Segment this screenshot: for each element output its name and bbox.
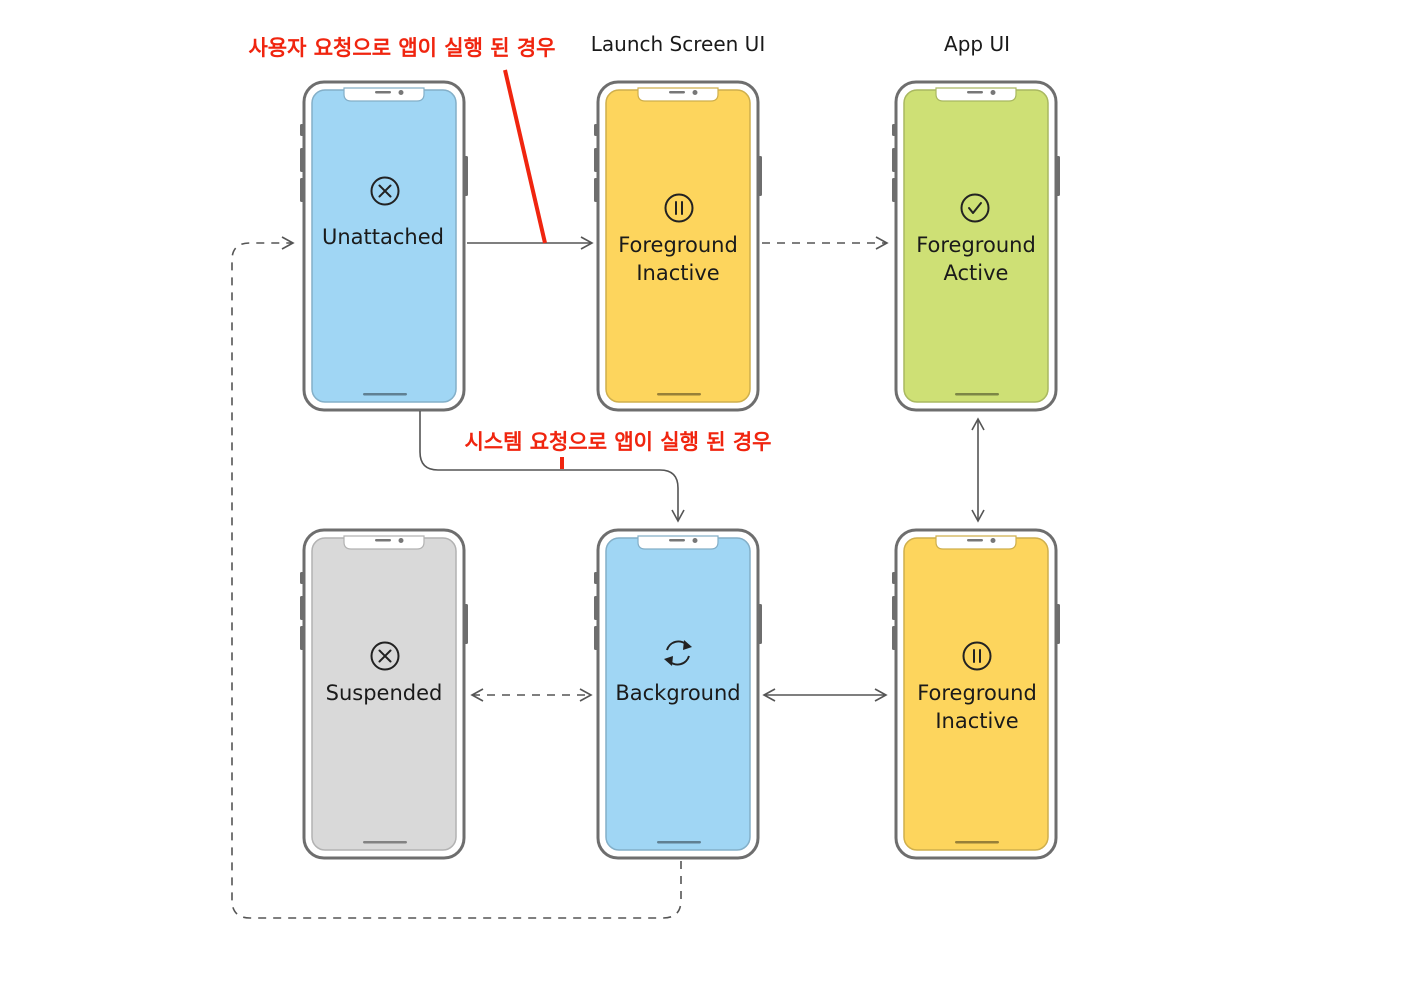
arrow-unattached-to-background: [419, 411, 685, 523]
state-label-launch-inactive-line1: Foreground: [618, 233, 738, 257]
check-circle-icon: [960, 193, 990, 223]
home-indicator: [657, 393, 701, 396]
user-launch-note: 사용자 요청으로 앱이 실행 된 경우: [248, 36, 555, 60]
home-indicator: [657, 841, 701, 844]
phone-active: [892, 80, 1060, 412]
state-label-active-line1: Foreground: [916, 233, 1036, 257]
home-indicator: [363, 393, 407, 396]
phone-speaker: [967, 539, 983, 542]
phone-notch: [343, 87, 425, 102]
home-indicator: [363, 841, 407, 844]
phone-camera: [692, 90, 698, 95]
x-circle-icon: [370, 176, 400, 206]
home-indicator: [955, 393, 999, 396]
home-indicator: [955, 841, 999, 844]
phone-suspended: [300, 528, 468, 860]
phone-speaker: [669, 539, 685, 542]
phone-speaker: [375, 539, 391, 542]
phone-launch-inactive: [594, 80, 762, 412]
refresh-icon: [664, 640, 692, 666]
state-label-active-line2: Active: [944, 261, 1009, 285]
launch-screen-header: Launch Screen UI: [591, 32, 765, 56]
x-circle-icon: [370, 641, 400, 671]
app-ui-header: App UI: [944, 32, 1010, 56]
pause-circle-icon: [962, 641, 992, 671]
state-label-app-inactive-line1: Foreground: [917, 681, 1037, 705]
phone-notch: [637, 87, 719, 102]
user-launch-pointer: [503, 69, 547, 244]
system-launch-note: 시스템 요청으로 앱이 실행 된 경우: [464, 430, 771, 454]
phone-speaker: [967, 91, 983, 94]
phone-camera: [398, 538, 404, 543]
arrow-background-to-unattached: [231, 236, 682, 919]
phone-notch: [343, 535, 425, 550]
phone-camera: [692, 538, 698, 543]
phone-app-inactive: [892, 528, 1060, 860]
phone-unattached: [300, 80, 468, 412]
phone-notch: [935, 87, 1017, 102]
phone-speaker: [669, 91, 685, 94]
phone-camera: [990, 90, 996, 95]
state-label-app-inactive-line2: Inactive: [935, 709, 1018, 733]
state-label-background: Background: [615, 681, 740, 705]
state-label-launch-inactive-line2: Inactive: [636, 261, 719, 285]
phone-camera: [990, 538, 996, 543]
state-label-suspended: Suspended: [326, 681, 443, 705]
state-label-unattached: Unattached: [322, 225, 444, 249]
phone-speaker: [375, 91, 391, 94]
phone-notch: [935, 535, 1017, 550]
phone-camera: [398, 90, 404, 95]
phone-notch: [637, 535, 719, 550]
pause-circle-icon: [664, 193, 694, 223]
phone-background: [594, 528, 762, 860]
